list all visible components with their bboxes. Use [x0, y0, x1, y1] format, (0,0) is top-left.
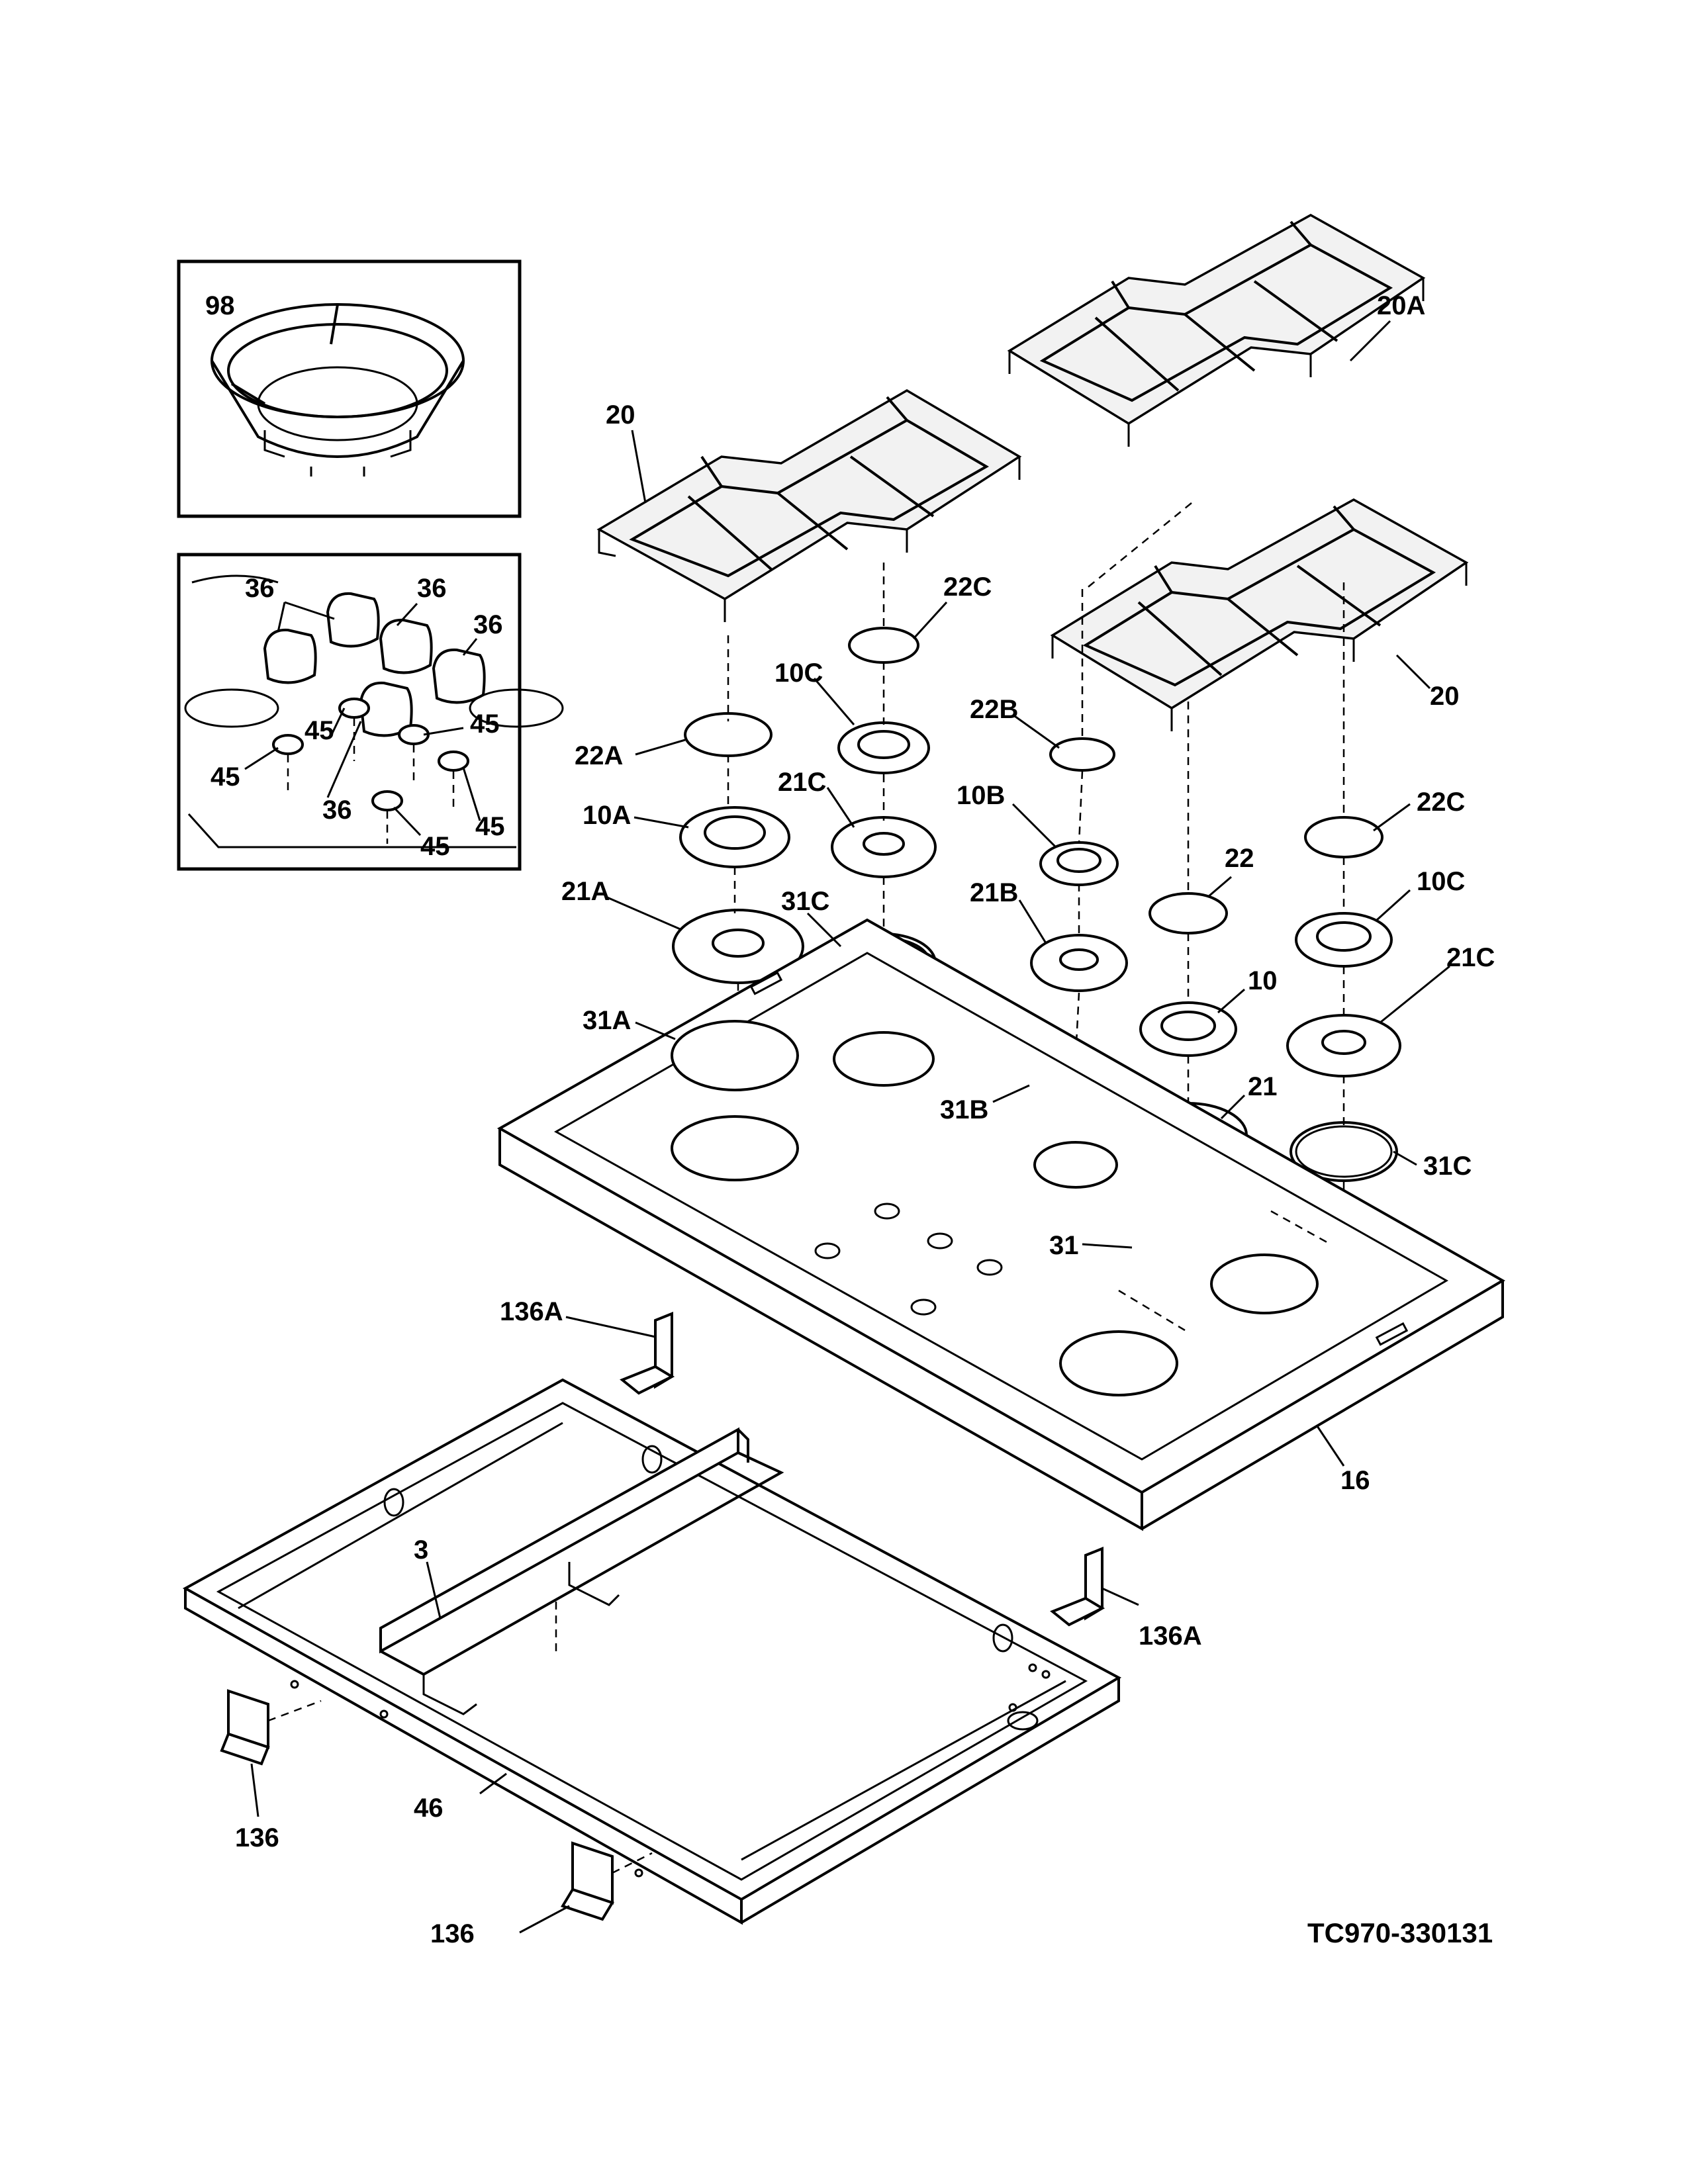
callout-45-e: 45: [420, 832, 450, 861]
callout-98: 98: [205, 291, 235, 320]
bracket-136a-right: [1050, 1547, 1105, 1627]
callout-31c-right: 31C: [1423, 1152, 1472, 1181]
callout-16: 16: [1340, 1466, 1370, 1495]
control-knob: [263, 592, 486, 737]
callout-45-a: 45: [305, 716, 334, 745]
bracket-136-left: [220, 1689, 270, 1766]
callout-136a-right: 136A: [1139, 1621, 1202, 1651]
leader-lines: [250, 320, 1450, 1934]
grate-right: [1050, 498, 1469, 731]
cross-brace-3: [379, 1427, 784, 1715]
burner-hole-front-left: [671, 1115, 799, 1181]
wok-ring-part: [211, 303, 465, 477]
callout-21b: 21B: [970, 878, 1018, 907]
bracket-136-bottom: [561, 1841, 614, 1921]
callout-45-d: 45: [475, 812, 505, 841]
callout-22a: 22A: [575, 741, 623, 770]
burner-hole-31c: [833, 1031, 935, 1087]
callout-36-b: 36: [417, 574, 447, 603]
callout-36-d: 36: [322, 796, 352, 825]
assembly-lines: [727, 502, 1345, 1343]
callout-22c-left: 22C: [943, 572, 992, 602]
burner-hole-right-rear: [1210, 1253, 1319, 1314]
callout-10b: 10B: [957, 781, 1005, 810]
callout-46: 46: [414, 1794, 444, 1823]
callout-31: 31: [1049, 1231, 1079, 1260]
burner-cap: [684, 627, 1383, 934]
callout-20-left: 20: [606, 400, 635, 430]
callout-45-c: 45: [211, 762, 240, 792]
callout-10: 10: [1248, 966, 1278, 995]
callout-21a: 21A: [561, 877, 610, 906]
callout-20a: 20A: [1377, 291, 1425, 320]
burner-box-46: [182, 1378, 1122, 1925]
callout-22b: 22B: [970, 695, 1018, 724]
callout-36-a: 36: [245, 574, 275, 603]
callout-45-b: 45: [470, 709, 500, 739]
burner-hole-center-front: [1059, 1330, 1178, 1396]
callout-labels: 20 20A 20 22C 10C 22A 21C 10A 31C 21A 31…: [235, 291, 1495, 1948]
callout-10a: 10A: [583, 801, 631, 830]
callout-36-c: 36: [473, 610, 503, 639]
grate-left: [596, 388, 1022, 622]
callout-136-bottom: 136: [430, 1919, 475, 1948]
callout-3: 3: [414, 1535, 428, 1565]
callout-21: 21: [1248, 1072, 1278, 1101]
burner-head: [679, 721, 1393, 1057]
callout-136a-upper: 136A: [500, 1297, 563, 1326]
callout-21c-left: 21C: [778, 768, 826, 797]
callout-22: 22: [1225, 844, 1254, 873]
inset-knobs-panel: 36 36 36 36 45 45 45 45 45: [177, 553, 564, 871]
callout-20-right: 20: [1430, 682, 1460, 711]
knob-bezel: [272, 698, 469, 811]
callout-31b: 31B: [940, 1095, 988, 1124]
callout-22c-right: 22C: [1417, 788, 1465, 817]
callout-136-left: 136: [235, 1823, 279, 1852]
callout-31c-left: 31C: [781, 887, 829, 916]
inset-wok-ring-panel: 98: [177, 259, 522, 518]
callout-31a: 31A: [583, 1006, 631, 1035]
burner-hole-31a: [671, 1020, 799, 1091]
callout-10c-right: 10C: [1417, 867, 1465, 896]
grate-20a: [1007, 213, 1426, 447]
callout-21c-right: 21C: [1446, 943, 1495, 972]
document-id: TC970-330131: [1307, 1917, 1493, 1948]
burner-hole-31b: [1033, 1141, 1118, 1189]
bracket-136a-upper: [620, 1312, 675, 1395]
cooktop-16: [496, 918, 1505, 1531]
callout-10c-left: 10C: [774, 659, 823, 688]
